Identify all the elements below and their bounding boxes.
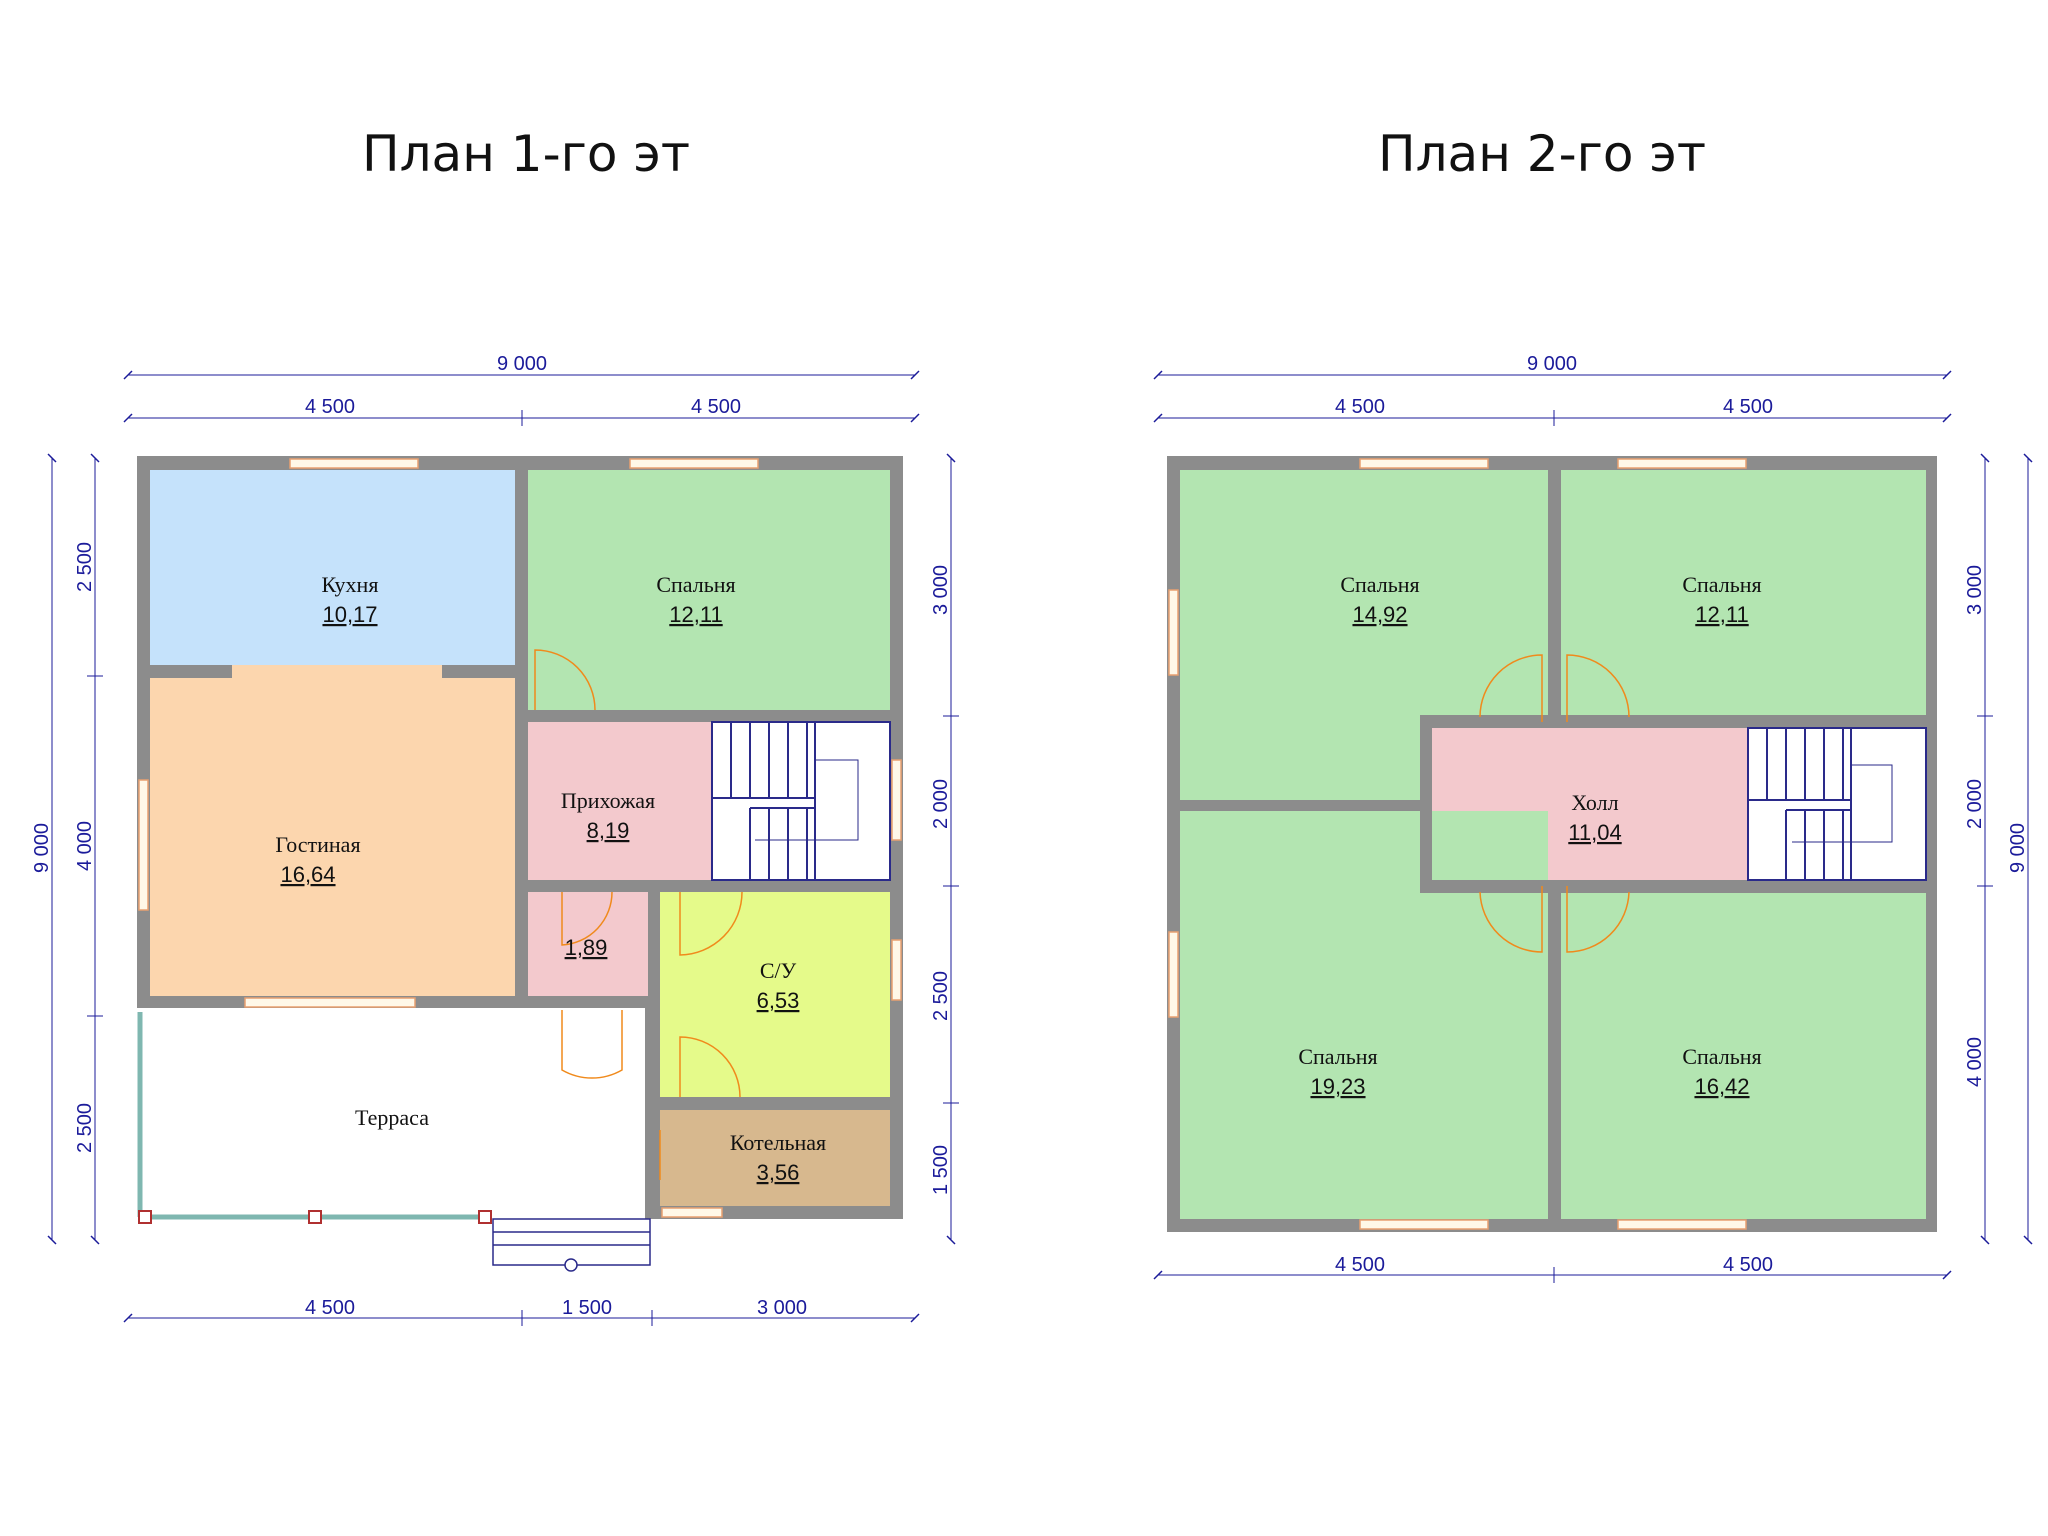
plan2-windows — [1168, 458, 1747, 1230]
plan2-bed-br-name: Спальня — [1682, 1044, 1761, 1069]
plan1-dim-bottom-c: 3 000 — [757, 1297, 807, 1319]
plan1-bath-name: С/У — [760, 958, 797, 983]
plan1-dim-bottom-b: 1 500 — [562, 1297, 612, 1319]
plan2-bed-bl-name: Спальня — [1298, 1044, 1377, 1069]
plan1-dim-right-a: 3 000 — [930, 565, 952, 615]
plan1-terrace-name: Терраса — [355, 1105, 429, 1130]
plan1-dim-right-d: 1 500 — [930, 1145, 952, 1195]
plan1-closet-area: 1,89 — [565, 935, 608, 960]
plan2-dim-bottom-right: 4 500 — [1723, 1254, 1773, 1276]
plan1-dim-left-total: 9 000 — [31, 823, 53, 873]
plan2-title: План 2-го эт — [1378, 125, 1706, 183]
plan1-dim-left-a: 2 500 — [74, 542, 96, 592]
plan1-dim-left-c: 2 500 — [74, 1103, 96, 1153]
plan1-bedroom — [528, 470, 890, 710]
plan1-dim-right-b: 2 000 — [930, 779, 952, 829]
plan2-dim-right-total: 9 000 — [2007, 823, 2029, 873]
plan1-title: План 1-го эт — [362, 125, 690, 183]
plan1: Кухня 10,17 Спальня 12,11 Гостиная 16,64… — [31, 353, 959, 1326]
plan1-dim-top-total: 9 000 — [497, 353, 547, 375]
plan1-dimension-lines — [47, 370, 959, 1326]
plan2: Спальня 14,92 Спальня 12,11 Холл 11,04 С… — [1153, 353, 2033, 1283]
plan1-living-area: 16,64 — [280, 862, 335, 887]
plan1-entrance-steps — [492, 1218, 651, 1272]
plan2-dim-top-right: 4 500 — [1723, 396, 1773, 418]
plan2-dim-bottom-left: 4 500 — [1335, 1254, 1385, 1276]
plan2-dimension-lines — [1153, 370, 2033, 1283]
plan1-boiler-area: 3,56 — [757, 1160, 800, 1185]
plan1-bedroom-name: Спальня — [656, 572, 735, 597]
plan1-dim-left-b: 4 000 — [74, 821, 96, 871]
plan1-hall-name: Прихожая — [561, 788, 655, 813]
plan2-bed-br-area: 16,42 — [1694, 1074, 1749, 1099]
plan1-stairs — [711, 721, 891, 881]
plan2-dim-top-total: 9 000 — [1527, 353, 1577, 375]
plan2-dim-top-left: 4 500 — [1335, 396, 1385, 418]
plan2-bed-tr — [1561, 470, 1926, 715]
plan2-bed-tl-area: 14,92 — [1352, 602, 1407, 627]
plan1-doors — [534, 649, 743, 1180]
plan2-hall-name: Холл — [1571, 790, 1618, 815]
plan2-hall-area: 11,04 — [1568, 820, 1621, 845]
plan1-living-name: Гостиная — [275, 832, 360, 857]
plan2-bed-tr-area: 12,11 — [1695, 602, 1748, 627]
plan1-kitchen — [150, 470, 515, 665]
plan2-dim-right-b: 2 000 — [1964, 779, 1986, 829]
plan2-dim-right-a: 3 000 — [1964, 565, 1986, 615]
plan1-dim-bottom-a: 4 500 — [305, 1297, 355, 1319]
plan1-kitchen-name: Кухня — [322, 572, 379, 597]
plan2-dim-right-c: 4 000 — [1964, 1037, 1986, 1087]
plan2-bed-bl-area: 19,23 — [1310, 1074, 1365, 1099]
plan2-bed-tl-name: Спальня — [1340, 572, 1419, 597]
plan2-stairs — [1747, 727, 1927, 881]
plan1-hall-area: 8,19 — [587, 818, 630, 843]
plan1-dim-top-left: 4 500 — [305, 396, 355, 418]
plan1-bath — [660, 892, 890, 1097]
plan1-terrace-area — [137, 1008, 645, 1219]
plan1-bedroom-area: 12,11 — [669, 602, 722, 627]
plan1-dim-right-c: 2 500 — [930, 971, 952, 1021]
plan1-kitchen-area: 10,17 — [322, 602, 377, 627]
plan1-boiler — [660, 1110, 890, 1206]
plan1-living — [150, 678, 515, 996]
plan1-dim-top-right: 4 500 — [691, 396, 741, 418]
plan1-closet — [528, 892, 648, 996]
plan1-boiler-name: Котельная — [730, 1130, 826, 1155]
plan2-bed-tr-name: Спальня — [1682, 572, 1761, 597]
plan1-bath-area: 6,53 — [757, 988, 800, 1013]
plan1-windows — [138, 458, 902, 1218]
plan2-bed-br — [1561, 893, 1926, 1219]
plan2-doors — [1479, 654, 1630, 953]
